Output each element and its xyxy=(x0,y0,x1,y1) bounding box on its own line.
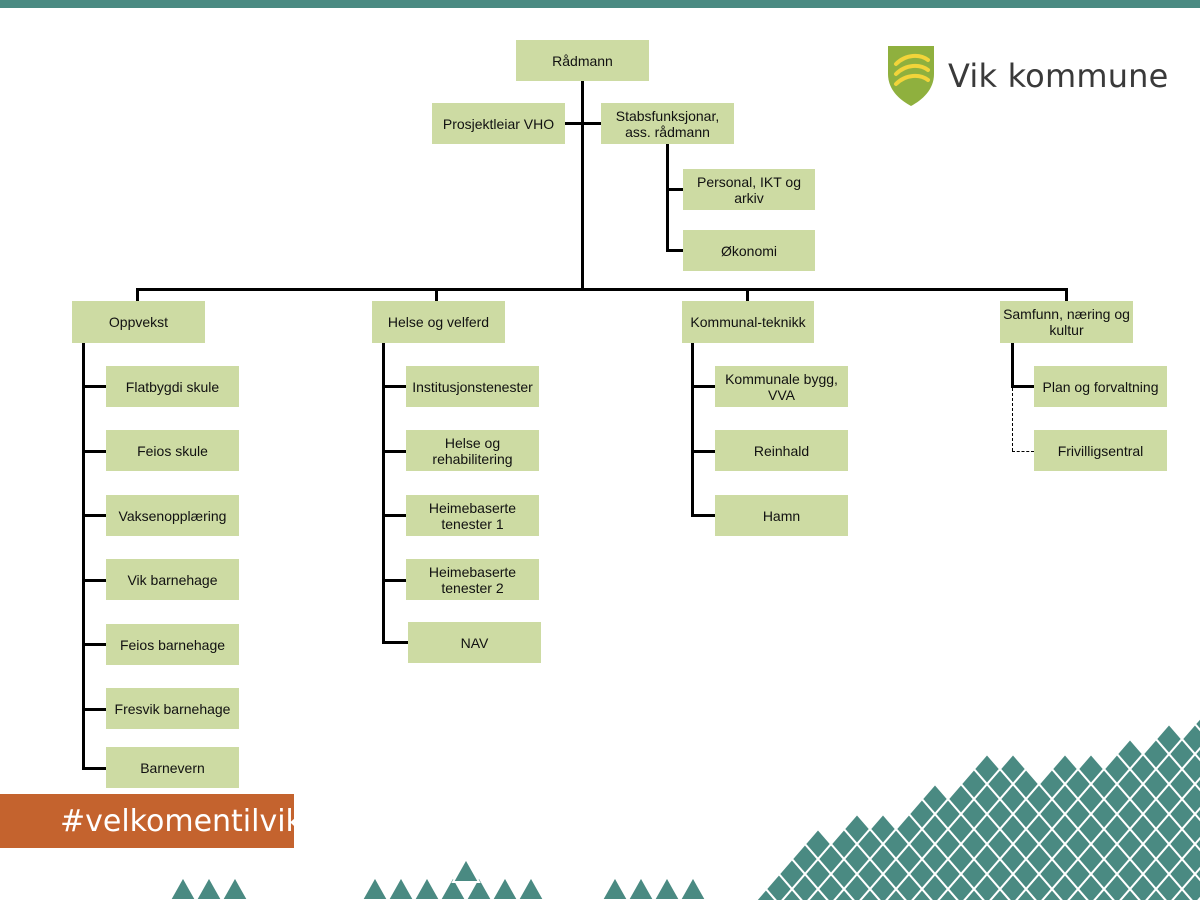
trunk-line xyxy=(581,81,584,290)
branch-tick xyxy=(691,385,715,388)
box-unit: Vaksenopplæring xyxy=(106,495,239,536)
staff-branch-line xyxy=(666,144,669,251)
branch-tick xyxy=(82,450,106,453)
mountain-diamond xyxy=(1050,752,1080,786)
mountain-diamond xyxy=(1076,752,1106,786)
box-dept-oppvekst: Oppvekst xyxy=(72,301,205,343)
mountain-triangle xyxy=(194,874,224,900)
branch-tick xyxy=(1011,385,1035,388)
dept-drop xyxy=(746,288,749,302)
branch-tick xyxy=(82,514,106,517)
mountain-diamond xyxy=(1115,737,1145,771)
staff-tick xyxy=(666,249,683,252)
box-unit: Plan og forvaltning xyxy=(1034,366,1167,407)
mountain-triangle xyxy=(600,874,630,900)
mountain-triangle xyxy=(626,874,656,900)
mountain-diamond xyxy=(803,827,833,861)
oppvekst-branch-line xyxy=(82,343,85,770)
teknikk-branch-line xyxy=(691,343,694,517)
box-dept-teknikk: Kommunal-teknikk xyxy=(682,301,814,343)
box-unit: Frivilligsentral xyxy=(1034,430,1167,471)
branch-tick xyxy=(382,514,406,517)
box-unit: Heimebaserte tenester 2 xyxy=(406,559,539,600)
box-unit: Heimebaserte tenester 1 xyxy=(406,495,539,536)
staff-tick xyxy=(666,188,683,191)
box-unit: Reinhald xyxy=(715,430,848,471)
mountain-decoration xyxy=(168,716,1200,900)
dashed-branch-tick xyxy=(1012,451,1034,452)
samfunn-branch-line xyxy=(1011,343,1014,388)
mountain-diamond xyxy=(1154,722,1184,756)
box-unit: NAV xyxy=(408,622,541,663)
hashtag-banner: #velkomentilvik xyxy=(0,794,303,848)
mountain-triangle xyxy=(652,874,682,900)
department-bar xyxy=(136,288,1068,291)
box-unit: Helse og rehabilitering xyxy=(406,430,539,471)
box-unit: Fresvik barnehage xyxy=(106,688,239,729)
box-unit: Feios barnehage xyxy=(106,624,239,665)
mountain-triangle xyxy=(490,874,520,900)
dept-drop xyxy=(136,288,139,302)
mountain-triangle xyxy=(220,874,250,900)
dept-drop xyxy=(435,288,438,302)
mountain-triangle xyxy=(386,874,416,900)
staff-connector xyxy=(564,122,601,125)
box-stabsfunksjonar: Stabsfunksjonar, ass. rådmann xyxy=(601,103,734,144)
branch-tick xyxy=(691,450,715,453)
mountain-triangle xyxy=(168,874,198,900)
branch-tick xyxy=(82,708,106,711)
box-okonomi: Økonomi xyxy=(683,230,815,271)
mountain-triangle xyxy=(464,874,494,900)
box-dept-samfunn: Samfunn, næring og kultur xyxy=(1000,301,1133,343)
mountain-triangle xyxy=(438,874,468,900)
branch-tick xyxy=(382,450,406,453)
mountain-diamond xyxy=(998,752,1028,786)
top-accent-bar xyxy=(0,0,1200,8)
dashed-branch-line xyxy=(1012,388,1013,451)
mountain-diamond xyxy=(1180,722,1200,756)
mountain-triangle xyxy=(451,856,481,883)
box-unit: Kommunale bygg, VVA xyxy=(715,366,848,407)
box-unit: Barnevern xyxy=(106,747,239,788)
dept-drop xyxy=(1065,288,1068,302)
box-prosjektleiar: Prosjektleiar VHO xyxy=(432,103,565,144)
branch-tick xyxy=(382,641,408,644)
mountain-triangle xyxy=(412,874,442,900)
mountain-triangle xyxy=(516,874,546,900)
logo-text: Vik kommune xyxy=(948,57,1169,95)
box-unit: Flatbygdi skule xyxy=(106,366,239,407)
branch-tick xyxy=(691,514,715,517)
box-unit: Institusjonstenester xyxy=(406,366,539,407)
branch-tick xyxy=(382,579,406,582)
mountain-diamond xyxy=(972,752,1002,786)
helse-branch-line xyxy=(382,343,385,643)
mountain-diamond xyxy=(868,812,898,846)
box-personal-ikt: Personal, IKT og arkiv xyxy=(683,169,815,210)
mountain-triangle xyxy=(360,874,390,900)
branch-tick xyxy=(82,643,106,646)
box-radmann: Rådmann xyxy=(516,40,649,81)
mountain-triangle xyxy=(678,874,708,900)
vik-kommune-logo: Vik kommune xyxy=(886,44,1169,108)
branch-tick xyxy=(82,385,106,388)
shield-icon xyxy=(888,46,934,106)
box-unit: Feios skule xyxy=(106,430,239,471)
box-unit: Hamn xyxy=(715,495,848,536)
box-unit: Vik barnehage xyxy=(106,559,239,600)
box-dept-helse: Helse og velferd xyxy=(372,301,505,343)
branch-tick xyxy=(82,767,106,770)
branch-tick xyxy=(382,385,406,388)
mountain-diamond xyxy=(842,812,872,846)
hashtag-text: #velkomentilvik xyxy=(60,803,303,839)
branch-tick xyxy=(82,579,106,582)
mountain-diamond xyxy=(920,782,950,816)
mountain-diamond xyxy=(1193,716,1200,732)
